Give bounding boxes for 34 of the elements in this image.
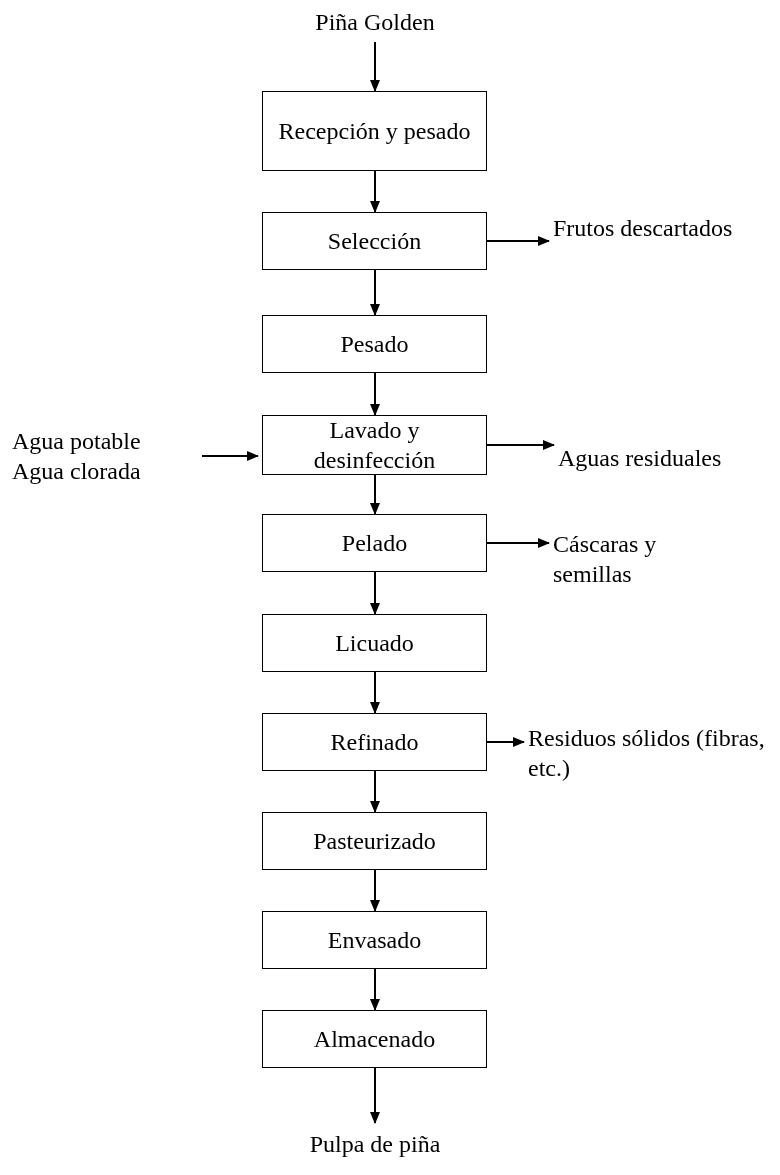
arrow — [370, 770, 380, 813]
output-label: Aguas residuales — [558, 425, 728, 491]
process-box: Envasado — [262, 911, 487, 969]
arrow — [486, 737, 525, 747]
start-label: Piña Golden — [290, 4, 460, 40]
arrow — [370, 671, 380, 714]
process-box: Licuado — [262, 614, 487, 672]
arrow — [370, 41, 380, 92]
arrow — [370, 571, 380, 615]
output-label: Cáscaras y semillas — [553, 526, 723, 592]
arrow — [370, 170, 380, 213]
arrow — [370, 968, 380, 1011]
arrow — [486, 538, 550, 548]
input-label: Agua clorada — [12, 457, 141, 486]
process-box: Selección — [262, 212, 487, 270]
process-box: Recepción y pesado — [262, 91, 487, 171]
process-box: Pasteurizado — [262, 812, 487, 870]
arrow — [370, 474, 380, 515]
end-label: Pulpa de piña — [280, 1125, 470, 1163]
process-box: Pesado — [262, 315, 487, 373]
process-box: Lavado y desinfección — [262, 415, 487, 475]
output-label: Residuos sólidos (fibras, etc.) — [528, 720, 778, 786]
arrow — [370, 269, 380, 316]
arrow — [370, 372, 380, 416]
arrow — [370, 869, 380, 912]
input-label: Agua potable — [12, 427, 141, 456]
process-box: Refinado — [262, 713, 487, 771]
arrow — [370, 1067, 380, 1124]
arrow — [486, 440, 555, 450]
process-box: Pelado — [262, 514, 487, 572]
arrow — [201, 451, 259, 461]
process-box: Almacenado — [262, 1010, 487, 1068]
arrow — [486, 236, 550, 246]
output-label: Frutos descartados — [553, 196, 733, 260]
